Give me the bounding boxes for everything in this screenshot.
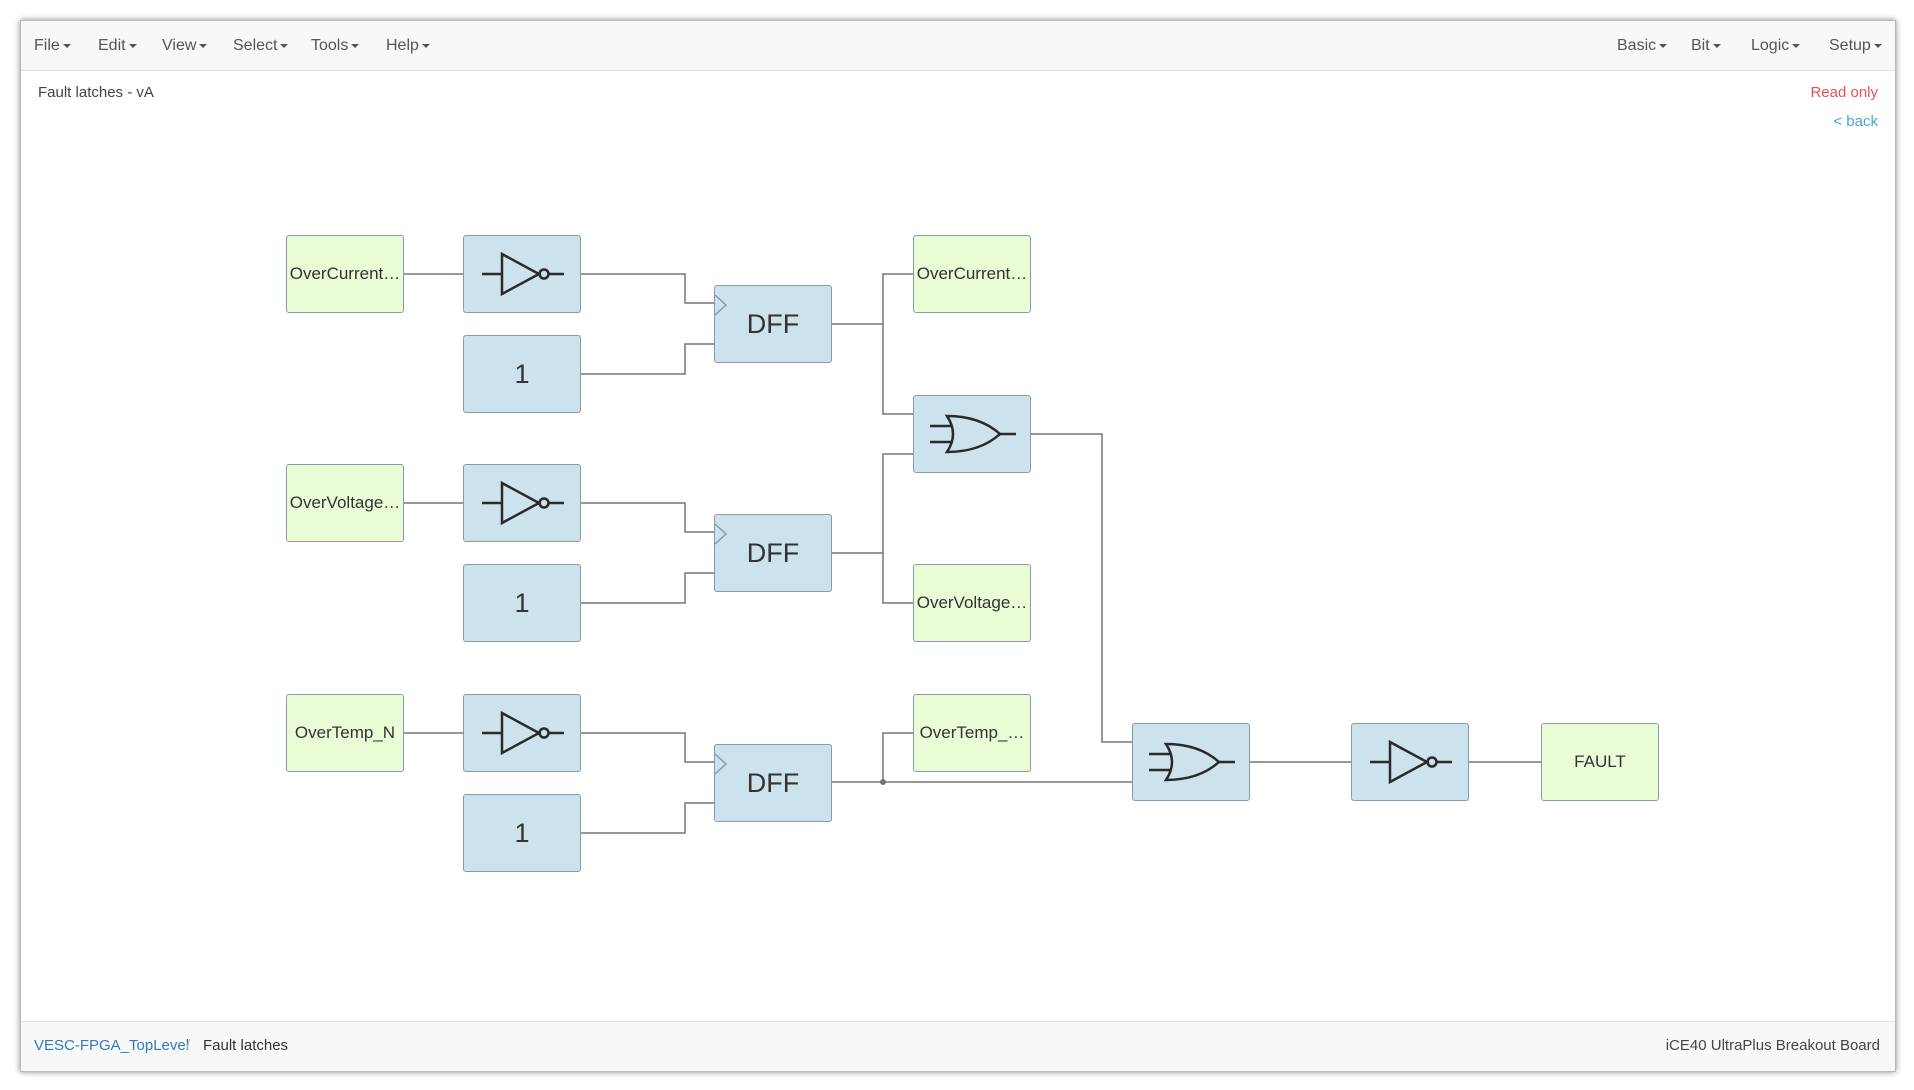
caret-down-icon (1873, 43, 1882, 48)
constant-one-2-label: 1 (514, 587, 530, 618)
input-overtemp-label: OverTemp_N (294, 723, 396, 742)
wire (1031, 433, 1132, 743)
wire (882, 553, 913, 604)
caret-down-icon (351, 43, 360, 48)
output-overcurrent[interactable]: OverCurrent… (913, 235, 1031, 313)
menu-bit-label: Bit (1691, 37, 1710, 54)
output-overcurrent-label: OverCurrent… (916, 264, 1028, 283)
caret-down-icon (128, 43, 137, 48)
input-overtemp[interactable]: OverTemp_N (286, 694, 404, 772)
menu-tools-label: Tools (311, 37, 349, 54)
wire (581, 343, 714, 375)
output-overvoltage[interactable]: OverVoltage… (913, 564, 1031, 642)
app-window: File Edit View Select Tools Help Basic B… (20, 20, 1896, 1072)
not-gate-icon (1370, 739, 1452, 785)
menu-bar: File Edit View Select Tools Help Basic B… (21, 21, 1895, 71)
input-overvoltage-label: OverVoltage… (289, 493, 401, 512)
wire (581, 732, 714, 763)
menu-select[interactable]: Select (233, 21, 289, 70)
menu-setup-label: Setup (1829, 37, 1871, 54)
or-gate-icon (1149, 742, 1235, 782)
or-gate-1[interactable] (913, 395, 1031, 473)
output-overvoltage-label: OverVoltage… (916, 593, 1028, 612)
clock-input-icon (715, 753, 728, 775)
output-overtemp-label: OverTemp_… (919, 723, 1025, 742)
constant-one-3[interactable]: 1 (463, 794, 581, 872)
wire (581, 502, 714, 533)
caret-down-icon (421, 43, 430, 48)
wire-layer (404, 273, 1541, 834)
caret-down-icon (62, 43, 71, 48)
not-gate-4[interactable] (1351, 723, 1469, 801)
caret-down-icon (280, 43, 289, 48)
wire (581, 273, 714, 304)
dff-3-label: DFF (746, 767, 800, 798)
menu-file[interactable]: File (34, 21, 71, 70)
caret-down-icon (1712, 43, 1721, 48)
wire (882, 324, 913, 415)
clock-input-icon (715, 294, 728, 316)
dff-1[interactable]: DFF (714, 285, 832, 363)
clock-input-icon (715, 523, 728, 545)
menu-basic-label: Basic (1617, 37, 1657, 54)
input-overcurrent-label: OverCurrent… (289, 264, 401, 283)
breadcrumb-current: Fault latches (203, 1037, 289, 1054)
or-gate-icon (930, 414, 1016, 454)
menu-edit[interactable]: Edit (98, 21, 137, 70)
menu-help[interactable]: Help (386, 21, 430, 70)
menu-setup[interactable]: Setup (1829, 21, 1882, 70)
breadcrumb-parent-link[interactable]: VESC-FPGA_TopLevel (34, 1037, 190, 1054)
wire-junction (880, 779, 886, 785)
page-title: Fault latches - vA (38, 84, 154, 101)
footer-bar: VESC-FPGA_TopLevel / Fault latches iCE40… (21, 1021, 1895, 1071)
not-gate-icon (482, 480, 564, 526)
menu-logic-label: Logic (1751, 37, 1790, 54)
dff-2[interactable]: DFF (714, 514, 832, 592)
menu-help-label: Help (386, 37, 419, 54)
dff-1-label: DFF (746, 308, 800, 339)
not-gate-icon (482, 251, 564, 297)
wire (581, 802, 714, 834)
board-name: iCE40 UltraPlus Breakout Board (1665, 1037, 1880, 1054)
menu-logic[interactable]: Logic (1751, 21, 1801, 70)
constant-one-1-label: 1 (514, 358, 530, 389)
menu-view[interactable]: View (162, 21, 208, 70)
caret-down-icon (1792, 43, 1801, 48)
wire (581, 572, 714, 604)
back-link[interactable]: < back (1833, 113, 1878, 130)
dff-2-label: DFF (746, 537, 800, 568)
menu-select-label: Select (233, 37, 278, 54)
menu-basic[interactable]: Basic (1617, 21, 1668, 70)
not-gate-icon (482, 710, 564, 756)
not-gate-1[interactable] (463, 235, 581, 313)
menu-view-label: View (162, 37, 197, 54)
menu-edit-label: Edit (98, 37, 126, 54)
wire (832, 273, 913, 325)
wire (882, 732, 913, 782)
menu-tools[interactable]: Tools (311, 21, 360, 70)
constant-one-1[interactable]: 1 (463, 335, 581, 413)
output-fault-label: FAULT (1574, 752, 1626, 771)
read-only-badge: Read only (1810, 84, 1878, 101)
input-overcurrent[interactable]: OverCurrent… (286, 235, 404, 313)
caret-down-icon (1659, 43, 1668, 48)
output-overtemp[interactable]: OverTemp_… (913, 694, 1031, 772)
not-gate-2[interactable] (463, 464, 581, 542)
constant-one-2[interactable]: 1 (463, 564, 581, 642)
menu-file-label: File (34, 37, 60, 54)
menu-bit[interactable]: Bit (1691, 21, 1721, 70)
not-gate-3[interactable] (463, 694, 581, 772)
input-overvoltage[interactable]: OverVoltage… (286, 464, 404, 542)
caret-down-icon (199, 43, 208, 48)
breadcrumb-separator: / (186, 1037, 191, 1054)
dff-3[interactable]: DFF (714, 744, 832, 822)
constant-one-3-label: 1 (514, 817, 530, 848)
wire (832, 453, 913, 554)
output-fault[interactable]: FAULT (1541, 723, 1659, 801)
or-gate-2[interactable] (1132, 723, 1250, 801)
